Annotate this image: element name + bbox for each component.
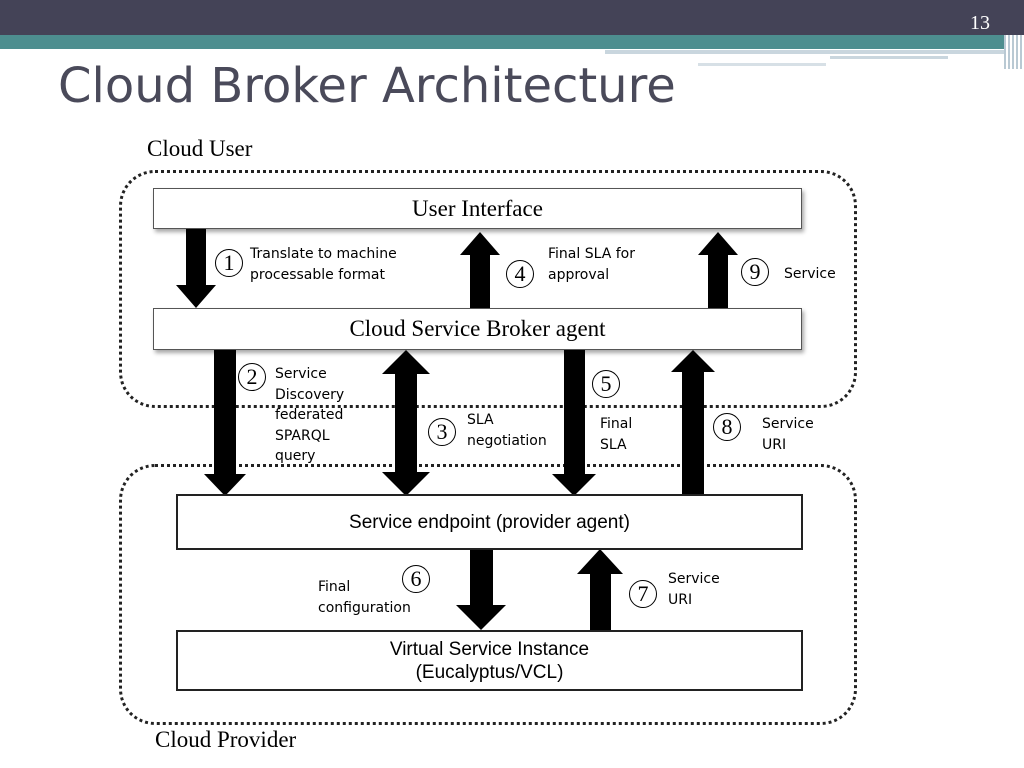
step-6-number: 6: [402, 565, 430, 593]
cloud-user-region: [119, 170, 857, 408]
step-4-label: Final SLA for approval: [548, 246, 636, 283]
header-band: [0, 0, 1024, 35]
cloud-provider-label: Cloud Provider: [155, 727, 297, 752]
cloud-user-label: Cloud User: [147, 136, 253, 161]
step-8-number: 8: [713, 413, 741, 441]
step-1-label: Translate to machine processable format: [250, 246, 397, 283]
arrow-step-7: [577, 549, 623, 630]
header-decor-stripes: [1004, 35, 1024, 69]
step-7-label: Service URI: [668, 571, 720, 608]
header-accent-band: [0, 35, 1024, 49]
arrow-step-4: [460, 232, 500, 308]
cloud-service-broker-agent-box: Cloud Service Broker agent: [153, 308, 802, 350]
arrow-step-3: [382, 350, 430, 496]
arrow-step-5: [552, 350, 596, 496]
step-8-label: Service URI: [762, 416, 814, 453]
step-2-number: 2: [238, 363, 266, 391]
step-5-number: 5: [592, 370, 620, 398]
step-2-label: Service Discovery federated SPARQL query: [275, 366, 345, 464]
arrow-step-2: [204, 350, 246, 496]
slide-number: 13: [970, 12, 990, 34]
step-9-label: Service: [784, 266, 836, 282]
arrow-step-1: [176, 229, 216, 308]
step-3-number: 3: [428, 418, 456, 446]
step-3-label: SLA negotiation: [467, 412, 547, 449]
step-9-number: 9: [741, 258, 769, 286]
user-interface-box: User Interface: [153, 188, 802, 229]
virtual-instance-platform: (Eucalyptus/VCL): [415, 661, 564, 683]
arrow-step-9: [698, 232, 738, 308]
arrow-step-6: [456, 549, 506, 630]
service-endpoint-box: Service endpoint (provider agent): [176, 494, 803, 550]
slide-title: Cloud Broker Architecture: [58, 58, 676, 114]
step-6-label: Final configuration: [318, 579, 411, 616]
step-5-label: Final SLA: [600, 416, 633, 453]
arrow-step-8: [671, 350, 715, 495]
virtual-instance-name: Virtual Service Instance: [389, 638, 590, 660]
step-7-number: 7: [629, 580, 657, 608]
header-decor-line: [830, 56, 948, 59]
step-1-number: 1: [215, 249, 243, 277]
step-4-number: 4: [506, 260, 534, 288]
virtual-service-instance-box: Virtual Service Instance (Eucalyptus/VCL…: [176, 630, 803, 691]
header-decor-line: [605, 50, 1005, 54]
header-decor-line: [698, 63, 826, 66]
cloud-provider-region: [119, 464, 857, 725]
